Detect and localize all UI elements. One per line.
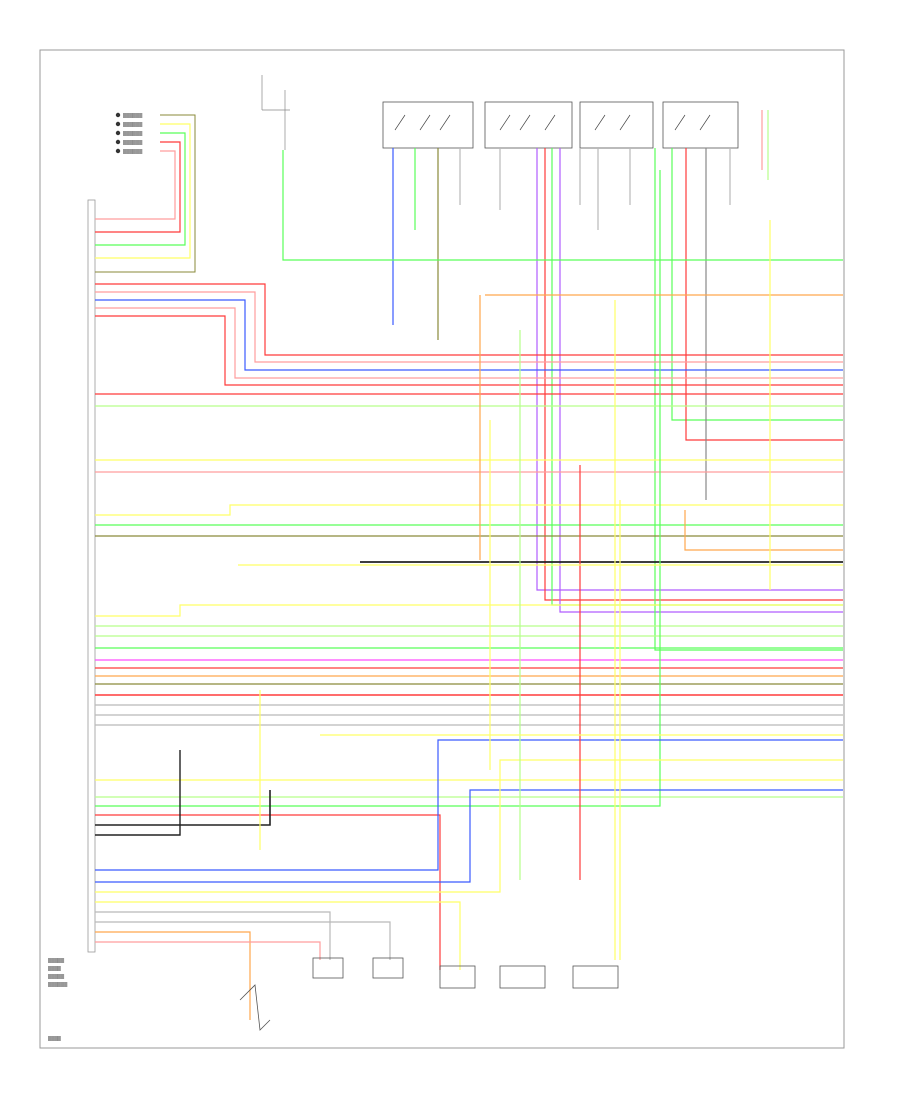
- top-fuse-component: [261, 75, 290, 150]
- relay-box-3: [579, 101, 654, 149]
- svg-text:▒▒▒▒: ▒▒▒▒: [48, 1036, 62, 1041]
- relay-box-4: [662, 101, 739, 149]
- bottom-sensor-components: [239, 957, 619, 1031]
- engine-control-module-connector: [87, 199, 96, 953]
- svg-text:▒▒▒▒▒▒: ▒▒▒▒▒▒: [123, 140, 143, 145]
- svg-text:▒▒▒▒▒: ▒▒▒▒▒: [48, 974, 65, 979]
- svg-text:▒▒▒▒▒▒: ▒▒▒▒▒▒: [48, 982, 68, 987]
- svg-text:▒▒▒▒▒▒: ▒▒▒▒▒▒: [123, 113, 143, 118]
- relay-vertical-wires: [282, 110, 843, 651]
- relay-box-1: [382, 101, 474, 149]
- diagram-microtext: ▒▒▒▒▒ ▒▒▒▒ ▒▒▒▒▒ ▒▒▒▒▒▒ ▒▒▒▒: [48, 958, 68, 1041]
- svg-text:▒▒▒▒▒▒: ▒▒▒▒▒▒: [123, 149, 143, 154]
- svg-text:▒▒▒▒▒: ▒▒▒▒▒: [48, 958, 65, 963]
- ecm-horizontal-wires: [95, 170, 843, 1020]
- relay-box-2: [484, 101, 573, 149]
- svg-text:▒▒▒▒▒▒: ▒▒▒▒▒▒: [123, 122, 143, 127]
- svg-text:▒▒▒▒: ▒▒▒▒: [48, 966, 62, 971]
- diagram-frame: [39, 49, 845, 1049]
- top-left-component: ▒▒▒▒▒▒ ▒▒▒▒▒▒ ▒▒▒▒▒▒ ▒▒▒▒▒▒ ▒▒▒▒▒▒: [95, 112, 196, 273]
- svg-text:▒▒▒▒▒▒: ▒▒▒▒▒▒: [123, 131, 143, 136]
